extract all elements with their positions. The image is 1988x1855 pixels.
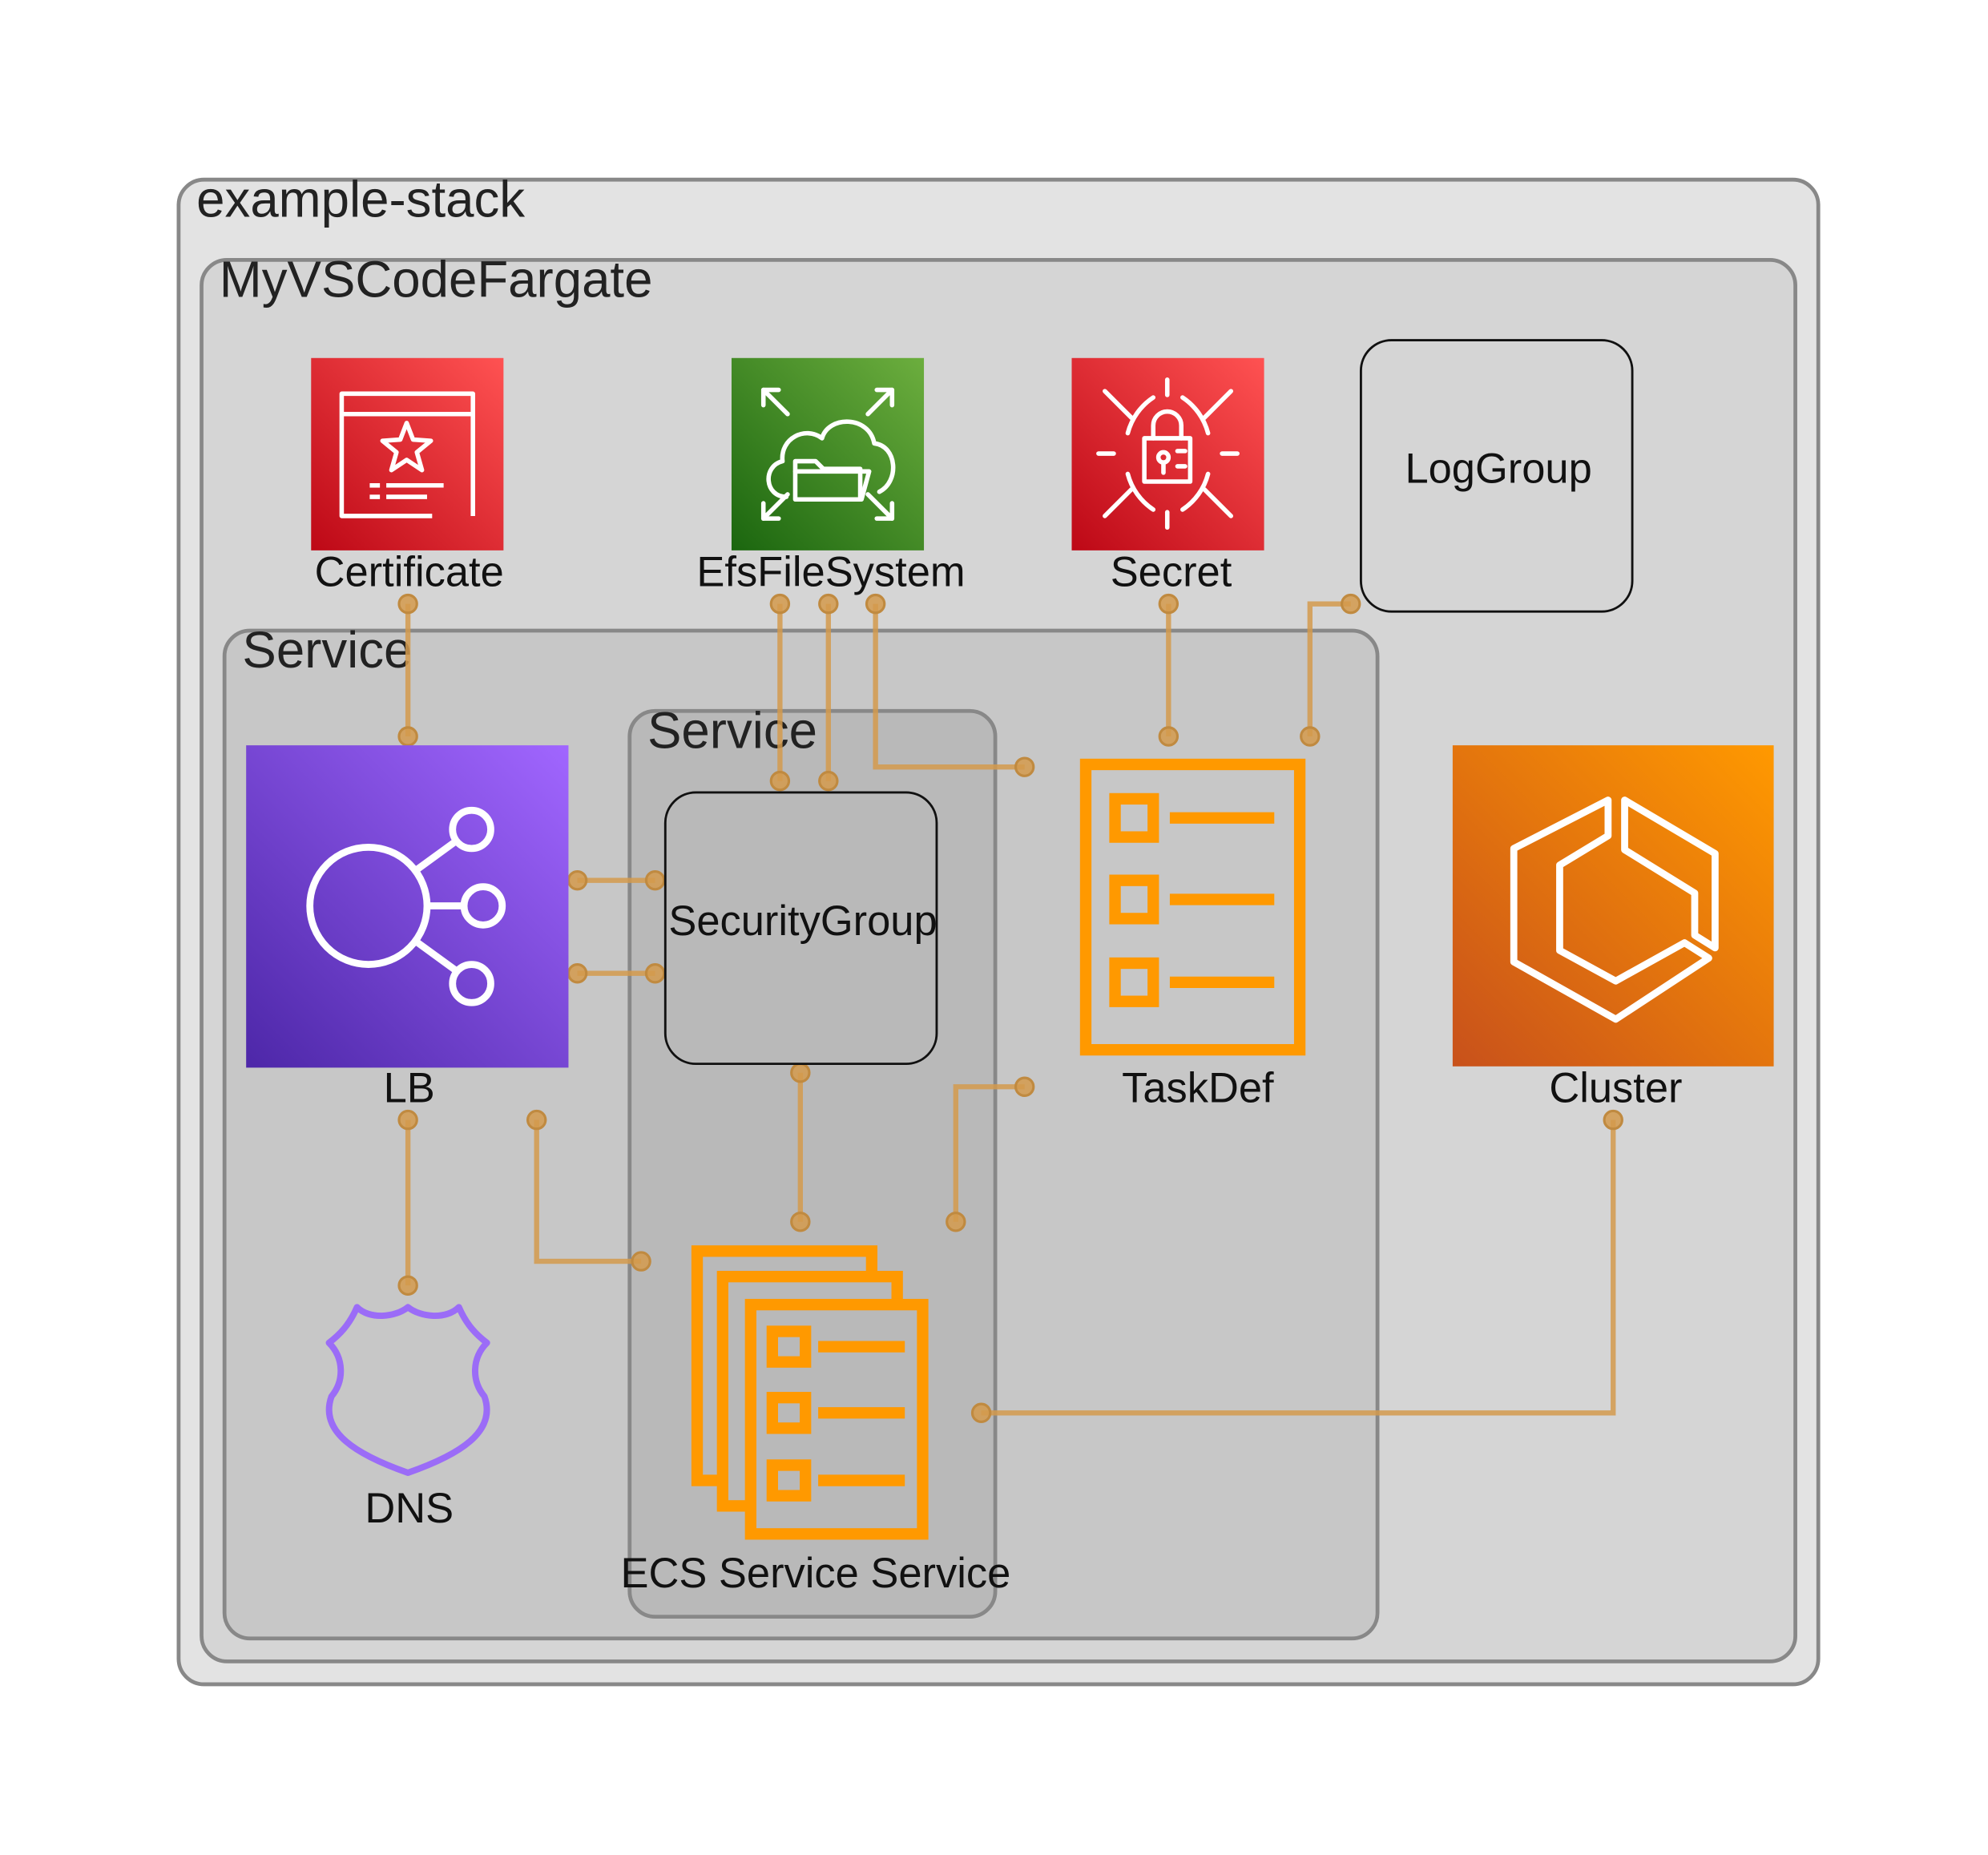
edge-efs-taskdef	[873, 603, 1025, 770]
edge-endpoints	[397, 593, 1623, 1423]
group-myvscodefargate-label: MyVSCodeFargate	[220, 251, 653, 308]
secrets-manager-icon	[1071, 357, 1264, 550]
ecs-service-icon	[691, 1245, 929, 1540]
task-definition-icon	[1079, 758, 1306, 1056]
ecs-cluster-icon	[1452, 745, 1774, 1067]
node-certificate[interactable]: Certificate	[311, 357, 504, 596]
secret-label: Secret	[1111, 549, 1232, 595]
node-taskdef[interactable]: TaskDef	[1079, 758, 1306, 1111]
securitygroup-label: SecurityGroup	[668, 898, 937, 945]
efsfilesystem-label: EfsFileSystem	[696, 549, 965, 595]
cluster-label: Cluster	[1549, 1065, 1682, 1111]
edge-lb-ecs-service	[534, 1119, 642, 1264]
node-cluster[interactable]: Cluster	[1452, 745, 1774, 1111]
node-securitygroup[interactable]: SecurityGroup	[663, 791, 938, 1066]
lb-label: LB	[384, 1065, 435, 1111]
group-service-inner-label: Service	[647, 702, 817, 759]
group-example-stack-label: example-stack	[196, 171, 525, 228]
certificate-manager-icon	[311, 357, 504, 550]
node-efsfilesystem[interactable]: EfsFileSystem	[696, 357, 966, 596]
node-lb[interactable]: LB	[246, 745, 569, 1111]
edge-taskdef-ecs-service	[953, 1084, 1025, 1222]
load-balancer-icon	[246, 745, 569, 1068]
edge-loggroup-taskdef	[1307, 601, 1351, 737]
certificate-label: Certificate	[315, 549, 504, 595]
node-ecs-service[interactable]: ECS Service Service	[620, 1245, 1010, 1597]
route53-shield-icon	[325, 1304, 490, 1476]
taskdef-label: TaskDef	[1122, 1065, 1274, 1111]
ecs-service-label: ECS Service Service	[620, 1551, 1010, 1597]
loggroup-label: LogGroup	[1405, 446, 1591, 493]
edge-cluster-ecs-service	[981, 1119, 1616, 1416]
node-dns[interactable]: DNS	[325, 1304, 490, 1532]
efs-icon	[731, 357, 925, 550]
dns-label: DNS	[365, 1486, 454, 1532]
node-loggroup[interactable]: LogGroup	[1359, 339, 1634, 613]
group-service-outer-label: Service	[242, 622, 412, 679]
edges	[405, 601, 1616, 1416]
node-secret[interactable]: Secret	[1071, 357, 1264, 596]
